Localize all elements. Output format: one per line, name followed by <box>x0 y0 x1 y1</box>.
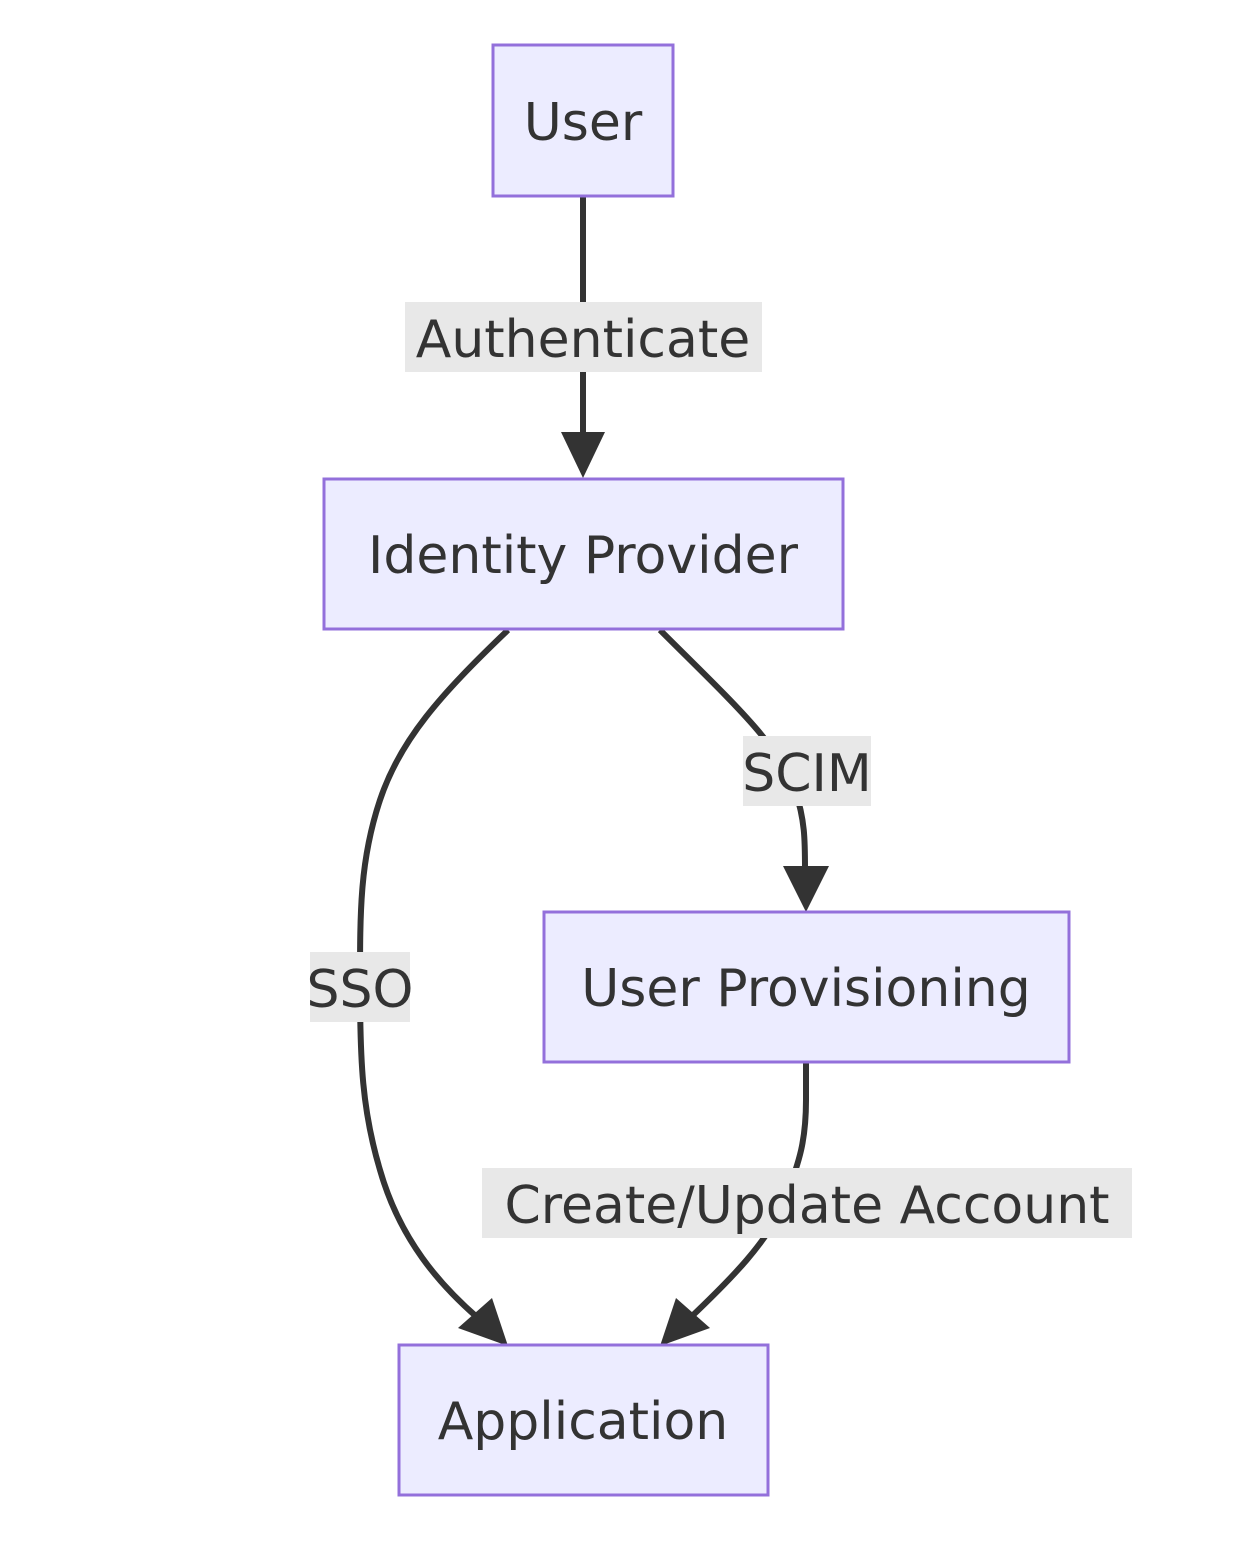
edge-label-text: SCIM <box>742 744 872 804</box>
node-user[interactable]: User <box>491 43 675 198</box>
edge-label-scim: SCIM <box>742 736 872 806</box>
node-label: User <box>524 93 643 153</box>
node-user-provisioning[interactable]: User Provisioning <box>542 910 1071 1064</box>
arrowhead-icon <box>783 866 829 912</box>
node-label: Application <box>438 1392 729 1452</box>
node-label: Identity Provider <box>368 526 799 586</box>
edge-label-text: Authenticate <box>416 310 751 370</box>
edge-label-text: SSO <box>307 960 414 1020</box>
node-label: User Provisioning <box>581 959 1031 1019</box>
arrowhead-icon <box>458 1298 508 1346</box>
arrowhead-icon <box>561 432 605 478</box>
node-application[interactable]: Application <box>397 1343 770 1497</box>
edge-label-authenticate: Authenticate <box>405 302 762 372</box>
edge-label-text: Create/Update Account <box>504 1176 1109 1236</box>
node-identity-provider[interactable]: Identity Provider <box>322 477 845 631</box>
edge-label-sso: SSO <box>307 952 414 1022</box>
edge-label-create-update-account: Create/Update Account <box>482 1168 1132 1238</box>
arrowhead-icon <box>660 1298 710 1346</box>
